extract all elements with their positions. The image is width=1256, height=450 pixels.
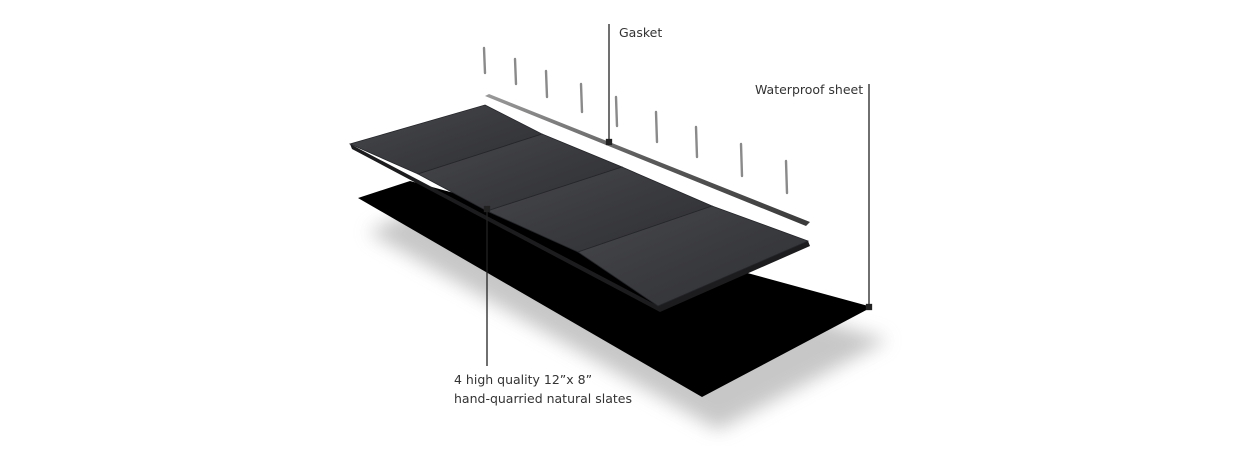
- slates-label-line1: 4 high quality 12”x 8”: [454, 372, 593, 387]
- gasket-leader-dot: [605, 138, 613, 146]
- waterproof-sheet-label: Waterproof sheet: [755, 82, 864, 97]
- nail: [579, 82, 584, 114]
- gasket-label: Gasket: [619, 25, 663, 40]
- nail: [739, 142, 744, 178]
- nail: [482, 46, 487, 75]
- sheet-leader-dot: [865, 303, 873, 311]
- slate: [577, 205, 810, 307]
- nail: [513, 57, 518, 86]
- nail: [544, 69, 549, 99]
- nail: [694, 125, 699, 159]
- slates-leader-dot: [483, 205, 491, 213]
- slates-label: 4 high quality 12”x 8” hand-quarried nat…: [454, 370, 632, 408]
- nail: [614, 95, 619, 128]
- nail: [654, 110, 659, 144]
- slates: [348, 104, 810, 307]
- slates-label-line2: hand-quarried natural slates: [454, 391, 632, 406]
- gasket-bar: [485, 94, 810, 226]
- nail: [784, 159, 789, 195]
- leader-lines: [483, 24, 873, 366]
